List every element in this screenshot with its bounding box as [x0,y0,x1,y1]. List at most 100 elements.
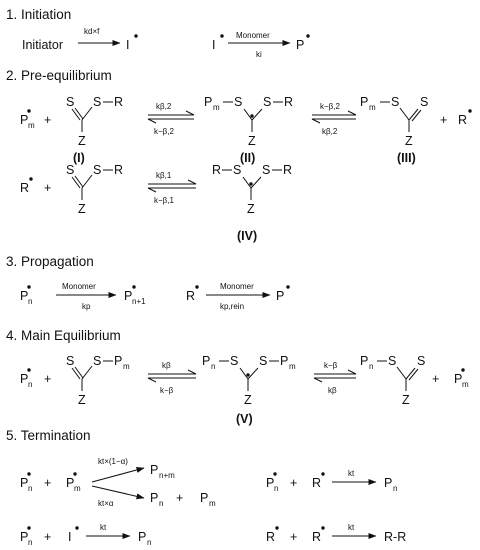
species-Pn-radical: P [266,476,274,490]
equilibrium-arrow-reverse [147,187,196,193]
bond [408,108,419,121]
species-Pm: P [360,95,368,109]
bond [81,106,93,121]
species-R-radical: R [20,181,29,195]
species-P-radical: P [276,289,284,303]
subscript-m: m [462,380,469,389]
plus-sign: + [44,476,51,490]
bond [242,176,252,189]
rate-kt: kt [100,523,107,532]
atom-Z: Z [78,202,86,216]
subscript-m: m [289,362,296,371]
species-Pm: P [200,491,208,505]
radical-dot [321,526,325,530]
subscript-n: n [369,362,373,371]
species-Pm: P [280,354,288,368]
species-R-R: R-R [384,530,406,544]
plus-sign: + [44,372,51,386]
subscript-m: m [213,103,220,112]
species-Pn: P [138,530,146,544]
species-Pm-radical: P [66,476,74,490]
subscript-n: n [211,362,215,371]
section-propagation: 3. Propagation [6,254,94,269]
bond [74,366,84,379]
subscript-m: m [123,362,130,371]
species-Pm-radical: P [20,113,28,127]
atom-R: R [212,163,221,177]
radical-dot [27,526,31,530]
radical-dot [75,526,79,530]
species-I-radical: I [68,530,71,544]
subscript-n: n [393,484,397,493]
rate-kd-f: kd×f [84,27,100,36]
label-monomer: Monomer [62,282,96,291]
subscript-n: n [274,484,278,493]
atom-R: R [114,95,123,109]
atom-R: R [114,163,123,177]
species-Pm: P [114,354,122,368]
rate-kbeta: kβ [328,386,337,395]
plus-sign: + [44,181,51,195]
bond [251,108,263,121]
plus-sign: + [290,530,297,544]
plus-sign: + [290,476,297,490]
radical-dot [27,285,31,289]
arrow-combination [91,467,145,483]
radical-dot [273,472,277,476]
atom-R: R [284,95,293,109]
atom-Z: Z [405,134,413,148]
radical-dot [468,109,472,113]
species-Pn: P [360,354,368,368]
subscript-n: n [28,380,32,389]
species-initiator: Initiator [22,38,63,52]
atom-S: S [388,354,396,368]
species-Pm: P [204,95,212,109]
species-Pn1-radical: P [124,289,132,303]
species-R-radical: R [458,113,467,127]
atom-S: S [93,354,101,368]
radical-dot [246,373,250,377]
rate-ki: ki [256,50,262,59]
subscript-m: m [74,484,81,493]
bond [239,367,249,380]
equilibrium-arrow-forward [314,369,357,375]
species-Pn-radical: P [20,476,28,490]
species-Pn-radical: P [20,289,28,303]
equilibrium-arrow-reverse [311,118,356,124]
atom-S: S [66,163,74,177]
bond [405,367,416,380]
section-termination: 5. Termination [6,428,91,443]
subscript-m: m [369,103,376,112]
equilibrium-arrow-forward [148,110,195,116]
species-R-radical: R [312,530,321,544]
atom-S: S [234,95,242,109]
plus-sign: + [44,113,51,127]
atom-S: S [263,95,271,109]
bond [71,108,81,121]
species-R-radical: R [266,530,275,544]
bond [74,175,84,188]
atom-S: S [66,354,74,368]
radical-dot [250,114,254,118]
rate-kbeta: kβ [162,361,171,370]
rate-kminusbeta1: k−β,1 [154,196,174,205]
equilibrium-arrow-forward [148,179,197,185]
species-R-radical: R [186,289,195,303]
rate-kbeta2: kβ,2 [322,127,338,136]
atom-S: S [233,163,241,177]
radical-dot [249,182,253,186]
radical-dot [195,285,199,289]
section-main-equilibrium: 4. Main Equilibrium [6,328,121,343]
radical-dot [275,526,279,530]
atom-Z: Z [78,393,86,407]
radical-dot [27,368,31,372]
species-Pn-radical: P [20,372,28,386]
equilibrium-arrow-forward [312,110,357,116]
plus-sign: + [432,372,439,386]
bond [411,109,422,122]
radical-dot [27,472,31,476]
rate-kminusbeta: k−β [160,386,174,395]
atom-S: S [93,95,101,109]
atom-R: R [283,163,292,177]
